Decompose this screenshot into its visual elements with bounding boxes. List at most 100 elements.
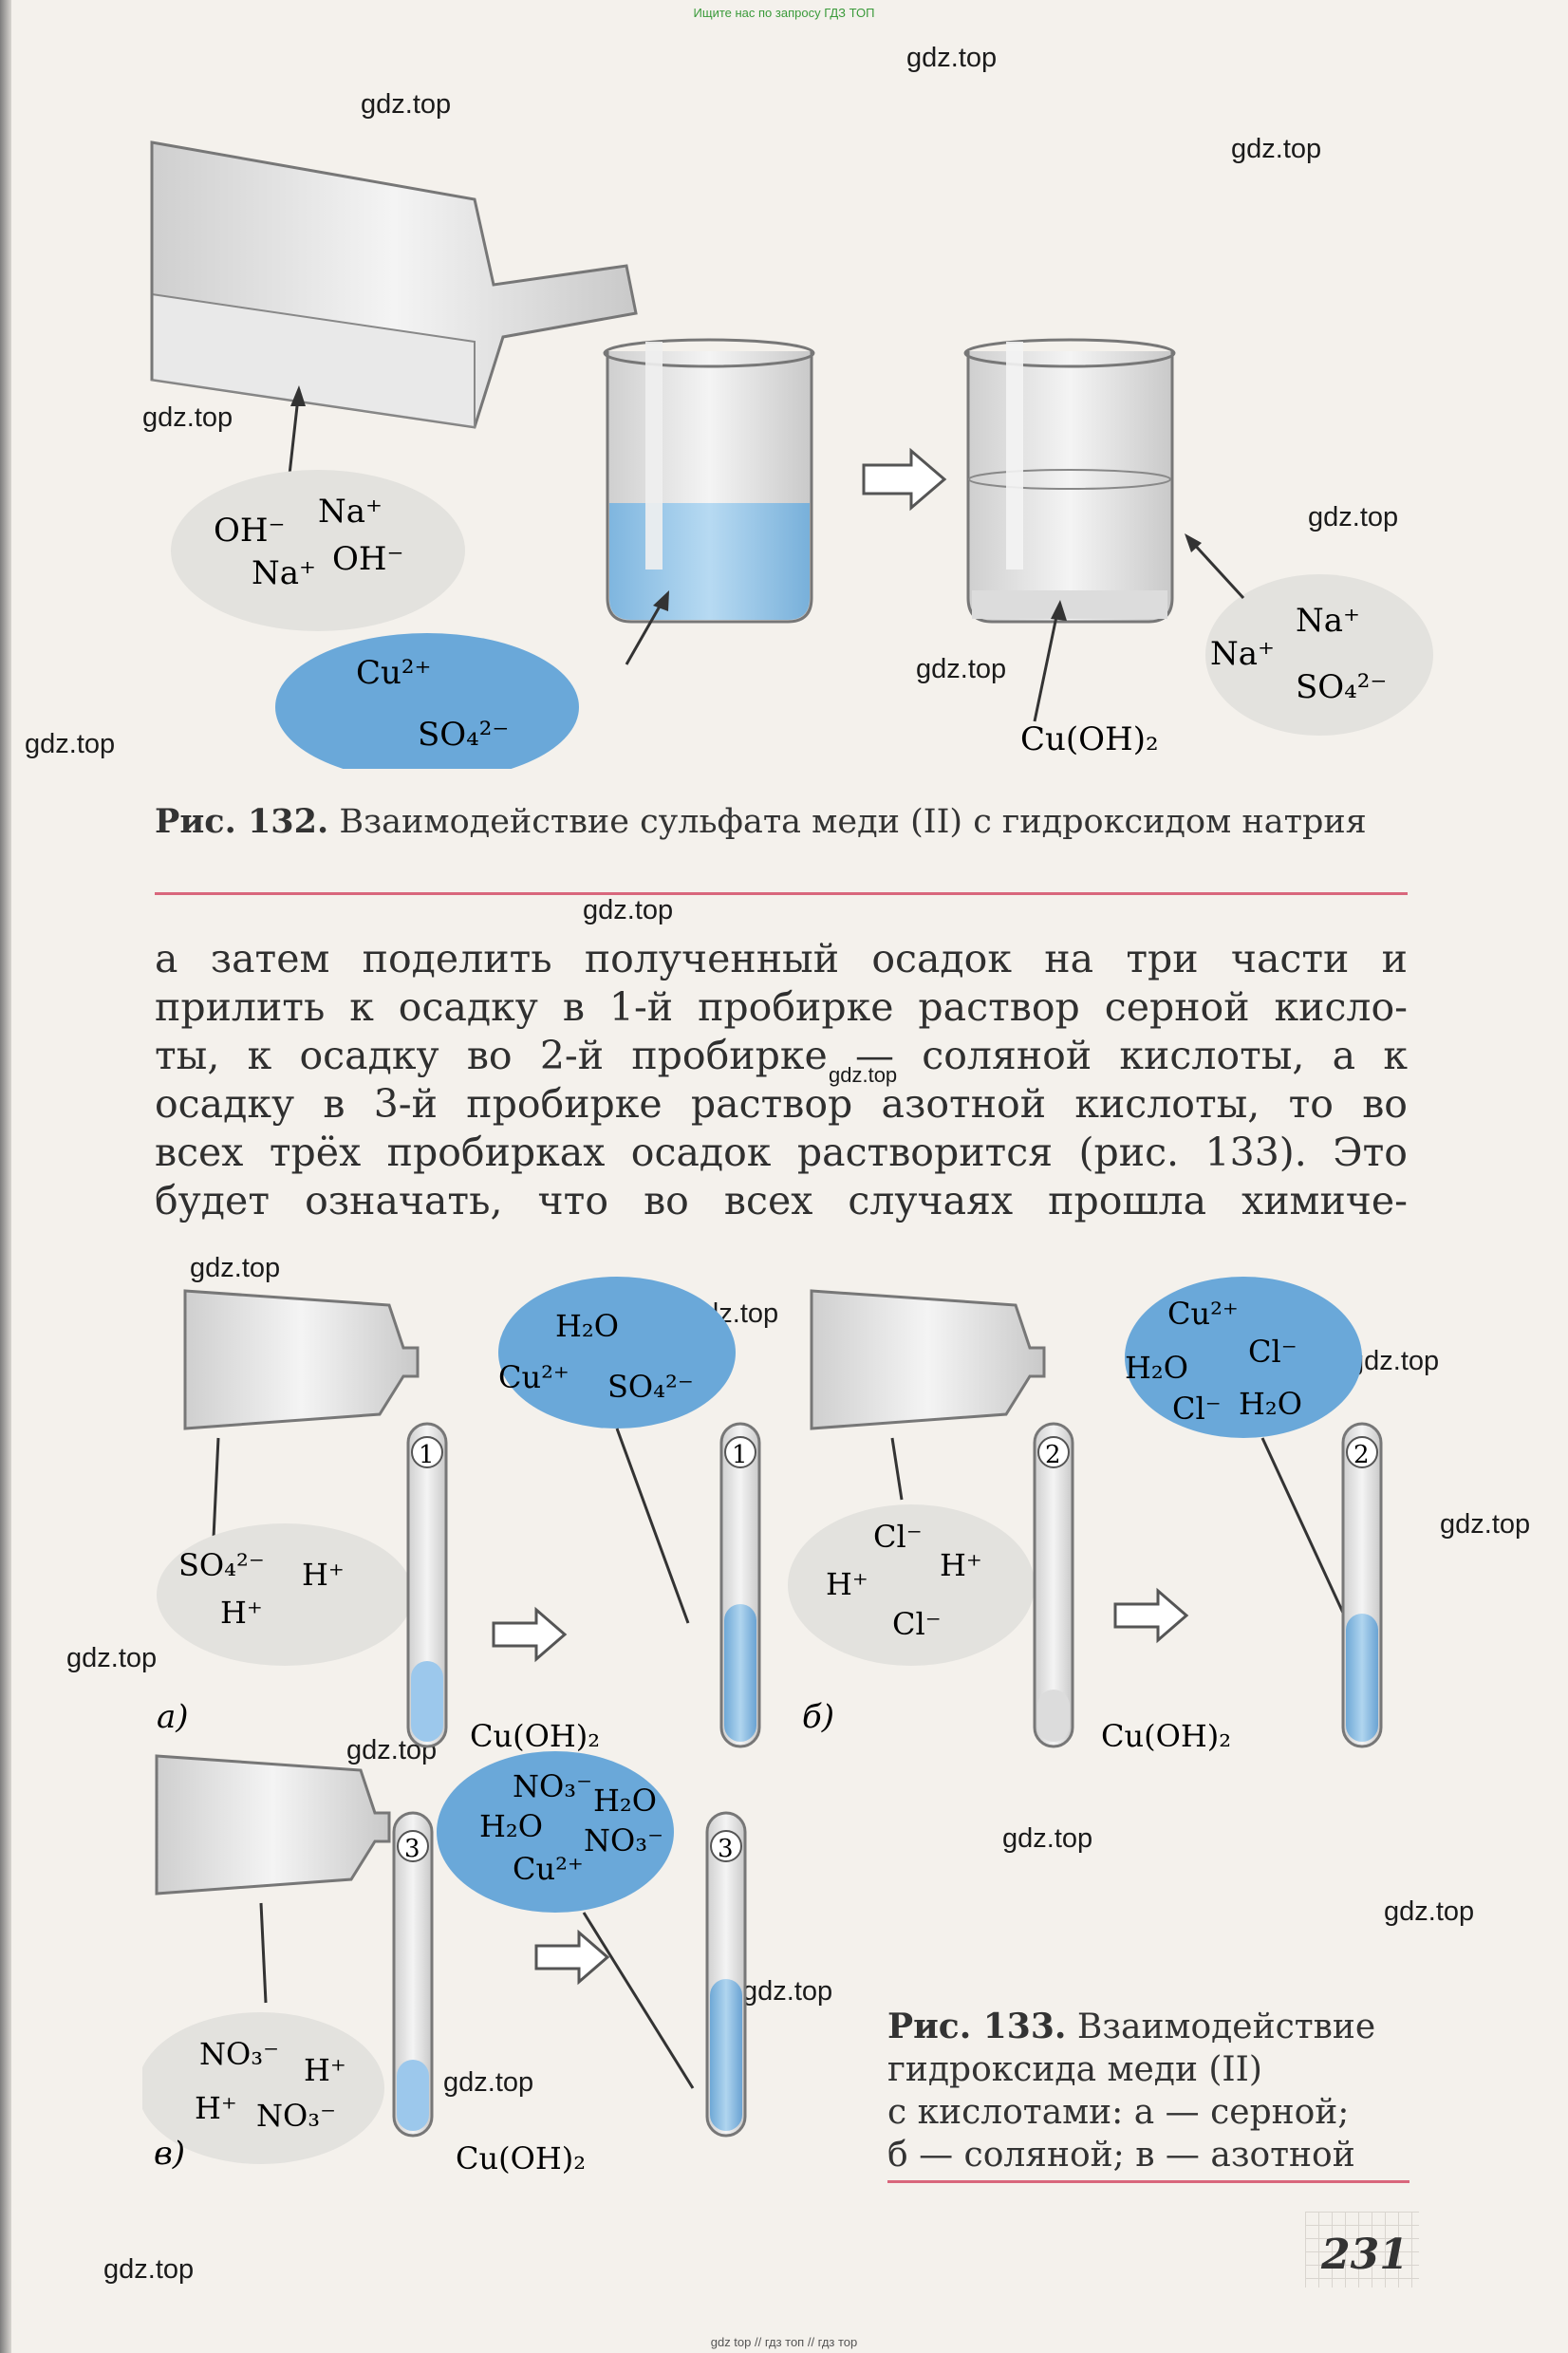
test-tube-2	[1033, 1422, 1074, 1748]
caption-underline	[155, 892, 1408, 895]
ion-so4: SO₄²⁻	[607, 1369, 694, 1405]
paragraph-line: будет означать, что во всех случаях прош…	[155, 1178, 1408, 1223]
tube-number: 1	[419, 1441, 435, 1469]
paragraph-line: ты, к осадку во 2-й пробирке — соляной к…	[155, 1033, 1408, 1078]
arrow-line	[890, 1437, 904, 1501]
ion-so4: SO₄²⁻	[1296, 668, 1387, 706]
arrow-head	[1185, 533, 1202, 552]
watermark: gdz.top	[1440, 1509, 1531, 1540]
arrow-head	[1051, 600, 1067, 621]
ion-h2o: H₂O	[1125, 1350, 1188, 1386]
test-tube-3	[392, 1811, 434, 2138]
watermark: gdz.top	[1308, 502, 1399, 532]
ion-oh: OH⁻	[332, 540, 403, 578]
paragraph-line: всех трёх пробирках осадок растворится (…	[155, 1130, 1408, 1175]
ion-label: Na⁺	[318, 493, 383, 531]
beaker-copper-sulfate	[603, 338, 815, 624]
watermark: gdz.top	[916, 654, 1007, 684]
figure-133-caption: Рис. 133. Взаимодействие гидроксида меди…	[887, 2006, 1419, 2176]
reaction-arrow	[862, 447, 947, 512]
watermark: gdz.top	[142, 402, 233, 433]
caption-line: с кислотами: а — серной;	[887, 2093, 1350, 2132]
watermark: gdz.top	[443, 2067, 534, 2098]
ion-cl: Cl⁻	[1172, 1391, 1222, 1427]
tube-number-badge	[1346, 1436, 1378, 1468]
panel-label: а)	[157, 1698, 189, 1736]
ion-no3: NO₃⁻	[199, 2036, 279, 2072]
watermark: gdz.top	[742, 1976, 833, 2007]
watermark: gdz.top	[1231, 134, 1322, 164]
ion-h2o: H₂O	[1239, 1386, 1302, 1422]
ion-h2o: H₂O	[593, 1783, 657, 1819]
figure-132-illustration: OH⁻ Na⁺ Na⁺ OH⁻ Cu²⁺ SO₄²⁻ Na⁺ Na⁺ SO₄²⁻…	[150, 140, 1433, 769]
bottle	[150, 140, 638, 429]
tube-number: 3	[718, 1835, 734, 1863]
panel-label: в)	[154, 2135, 185, 2173]
panel-label: б)	[802, 1698, 834, 1736]
arrow-head	[653, 590, 669, 611]
watermark: gdz.top	[1002, 1823, 1093, 1854]
ion-label: Na⁺	[252, 554, 316, 592]
ion-cu: Cu²⁺	[1167, 1296, 1239, 1332]
ion-label: OH⁻	[214, 512, 285, 550]
caption-number: Рис. 133.	[887, 2007, 1067, 2046]
solution-fill	[1346, 1614, 1378, 1742]
page-number: 231	[1321, 2231, 1409, 2279]
acid-bottle	[155, 1754, 391, 1895]
ion-cloud-acid	[142, 2012, 384, 2164]
ion-na: Na⁺	[318, 493, 383, 531]
ion-h: H⁺	[304, 2052, 346, 2088]
caption-underline	[887, 2180, 1409, 2183]
ion-na: Na⁺	[1296, 602, 1360, 640]
tube-number-badge	[397, 1830, 429, 1862]
tube-number-badge	[710, 1830, 742, 1862]
page-number-grid	[1305, 2212, 1419, 2288]
precipitate-fill	[411, 1661, 443, 1742]
tube-number: 2	[1045, 1441, 1061, 1469]
watermark: gdz.top	[1349, 1346, 1440, 1376]
ion-so4: SO₄²⁻	[418, 716, 509, 754]
caption-line: гидроксида меди (II)	[887, 2050, 1262, 2089]
tube-number-badge	[1037, 1436, 1070, 1468]
tube-number: 2	[1353, 1441, 1370, 1469]
ion-cu: Cu²⁺	[513, 1851, 584, 1887]
acid-bottle	[810, 1289, 1046, 1430]
ion-cloud-solution	[437, 1751, 674, 1913]
arrow-line	[1189, 539, 1245, 600]
watermark: gdz.top	[66, 1643, 158, 1673]
ion-cl: Cl⁻	[892, 1606, 942, 1642]
panel-a: SO₄²⁻ H⁺ H⁺ 1 H₂O Cu²⁺ SO₄²⁻ 1 а) Cu(OH)…	[157, 1277, 761, 1754]
arrow-line	[212, 1437, 220, 1539]
watermark: gdz.top	[829, 1063, 898, 1087]
reaction-arrow	[1113, 1587, 1189, 1644]
arrow-line	[1260, 1437, 1350, 1624]
body-paragraph: а затем поделить полученный осадок на тр…	[155, 935, 1408, 1225]
search-hint[interactable]: Ищите нас по запросу ГДЗ ТОП	[693, 6, 875, 20]
precipitate-label: Cu(OH)₂	[456, 2140, 586, 2176]
tube-number: 1	[732, 1441, 748, 1469]
precipitate-fill	[1037, 1690, 1070, 1742]
precipitate-label: Cu(OH)₂	[1020, 720, 1159, 758]
watermark: gdz.top	[190, 1253, 281, 1283]
ion-cloud-naoh	[171, 470, 465, 631]
ion-h: H⁺	[195, 2090, 237, 2126]
ion-cloud-acid	[157, 1523, 413, 1666]
watermark: gdz.top	[583, 895, 674, 925]
ion-so4: SO₄²⁻	[178, 1547, 265, 1583]
arrow-line	[615, 1428, 690, 1624]
ion-cloud-cuso4	[275, 633, 579, 769]
tube-number-badge	[724, 1436, 756, 1468]
ion-h2o: H₂O	[555, 1308, 619, 1344]
watermark: gdz.top	[103, 2254, 195, 2285]
arrow-head	[290, 385, 306, 406]
ion-h: H⁺	[302, 1557, 345, 1593]
ion-h: H⁺	[220, 1595, 263, 1631]
footer-links[interactable]: gdz top // гдз топ // гдз тор	[710, 2335, 858, 2349]
watermark: gdz.top	[1384, 1896, 1475, 1927]
ion-na: Na⁺	[1210, 635, 1275, 673]
figure-133-illustration: SO₄²⁻ H⁺ H⁺ 1 H₂O Cu²⁺ SO₄²⁻ 1 а) Cu(OH)…	[142, 1277, 1383, 2176]
paragraph-line: прилить к осадку в 1-й пробирке раствор …	[155, 984, 1408, 1030]
ion-cloud-acid	[788, 1504, 1035, 1666]
ion-cl: Cl⁻	[873, 1519, 923, 1555]
arrow-line	[1033, 607, 1060, 722]
